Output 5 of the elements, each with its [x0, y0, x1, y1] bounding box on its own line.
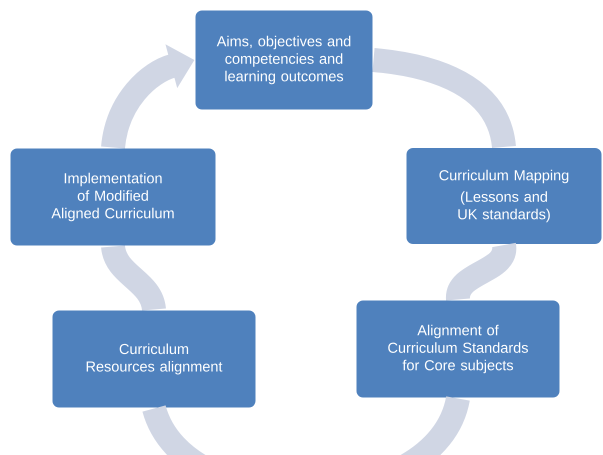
process-box: Curriculum Mapping (Lessons and UK standards)	[406, 147, 602, 245]
process-box: Alignment of Curriculum Standards for Core subjects	[356, 300, 560, 398]
process-box: Curriculum Resources alignment	[52, 309, 256, 408]
process-box: Implementation of Modified Aligned Curriculum	[10, 148, 216, 246]
process-box: Aims, objectives and competencies and learning outcomes	[194, 10, 374, 110]
